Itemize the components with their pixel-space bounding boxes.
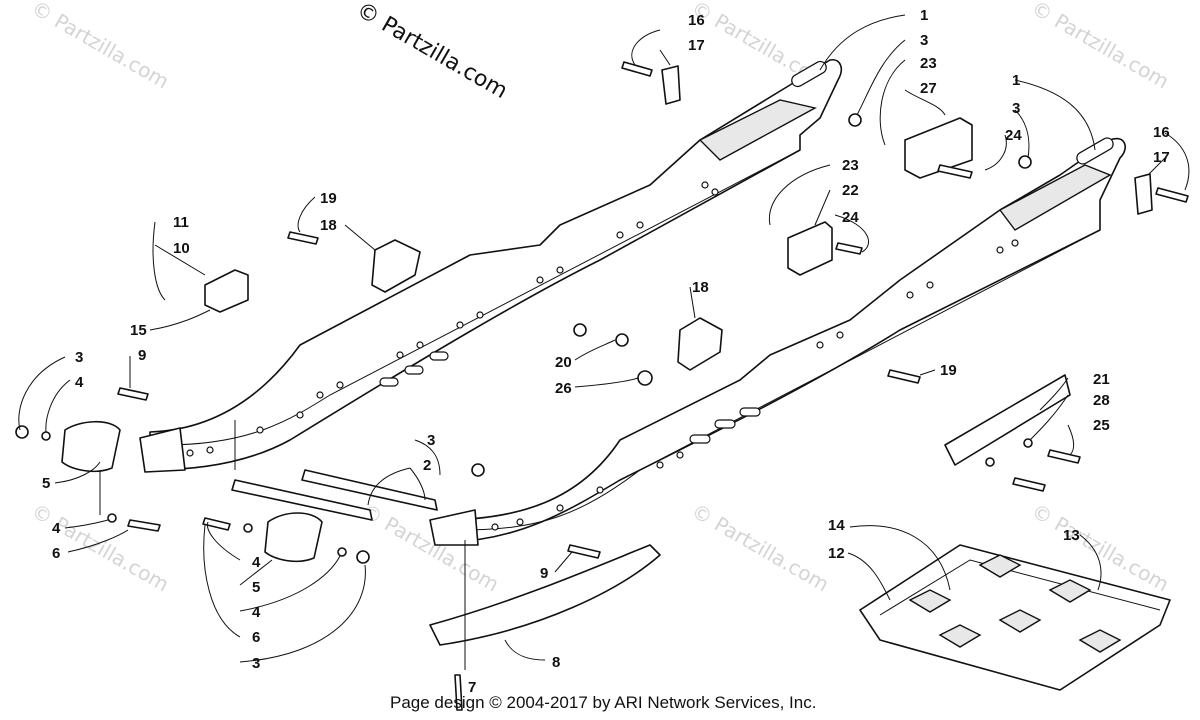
callout-3: 3 [75,349,83,366]
callout-13: 13 [1063,527,1080,544]
callout-22: 22 [842,182,859,199]
callout-6: 6 [52,545,60,562]
callout-27: 27 [920,80,937,97]
callout-1: 1 [920,7,928,24]
callout-5: 5 [42,475,50,492]
callout-19: 19 [320,190,337,207]
callout-14: 14 [828,517,845,534]
callout-16: 16 [688,12,705,29]
leader-lines [18,14,1190,670]
copyright-footer: Page design © 2004-2017 by ARI Network S… [390,693,816,712]
callout-19: 19 [940,362,957,379]
callout-4: 4 [75,374,84,391]
callout-4: 4 [52,520,61,537]
callout-5: 5 [252,579,260,596]
callout-6: 6 [252,629,260,646]
callout-26: 26 [555,380,572,397]
callout-23: 23 [920,55,937,72]
left-rail [139,58,842,473]
slide-8 [429,544,661,646]
watermark-text: © Partzilla.com [358,499,504,597]
wheel-5a [61,420,121,473]
callout-23: 23 [842,157,859,174]
right-rail [429,137,1126,546]
callout-25: 25 [1093,417,1110,434]
callout-2: 2 [423,457,431,474]
callout-15: 15 [130,322,147,339]
block-22 [787,221,833,276]
callout-3: 3 [252,655,260,672]
hardware [15,61,1189,711]
callout-24: 24 [842,209,859,226]
callout-18: 18 [692,279,709,296]
callout-17: 17 [1153,149,1170,166]
block-27 [904,117,973,179]
callout-20: 20 [555,354,572,371]
watermarks: © Partzilla.com © Partzilla.com © Partzi… [28,0,1174,597]
callout-7: 7 [468,679,476,696]
bracket-18a [371,239,421,293]
callout-17: 17 [688,37,705,54]
callout-18: 18 [320,217,337,234]
callout-28: 28 [1093,392,1110,409]
callout-12: 12 [828,545,845,562]
bracket-17a [661,65,681,105]
callout-24: 24 [1005,127,1022,144]
callout-21: 21 [1093,371,1110,388]
callout-labels: 16 17 1 3 23 27 1 3 24 16 17 23 22 24 19… [42,7,1170,696]
bracket-10 [204,269,249,313]
callout-4: 4 [252,604,261,621]
callout-9: 9 [540,565,548,582]
callout-16: 16 [1153,124,1170,141]
bar-21 [944,374,1071,466]
axle-shafts [231,469,438,521]
callout-3: 3 [427,432,435,449]
bracket-18b [677,317,723,371]
callout-4: 4 [252,554,261,571]
track-section [859,544,1171,691]
callout-11: 11 [173,214,189,231]
callout-1: 1 [1012,72,1020,89]
callout-3: 3 [1012,100,1020,117]
callout-8: 8 [552,654,560,671]
wheel-5b [264,512,323,563]
callout-9: 9 [138,347,146,364]
watermark-text: © Partzilla.com [1028,0,1174,94]
callout-3: 3 [920,32,928,49]
callout-10: 10 [173,240,190,257]
brand-watermark: © Partzilla.com [352,0,512,104]
bracket-17b [1134,173,1153,215]
watermark-text: © Partzilla.com [28,0,174,94]
watermark-text: © Partzilla.com [688,499,834,597]
